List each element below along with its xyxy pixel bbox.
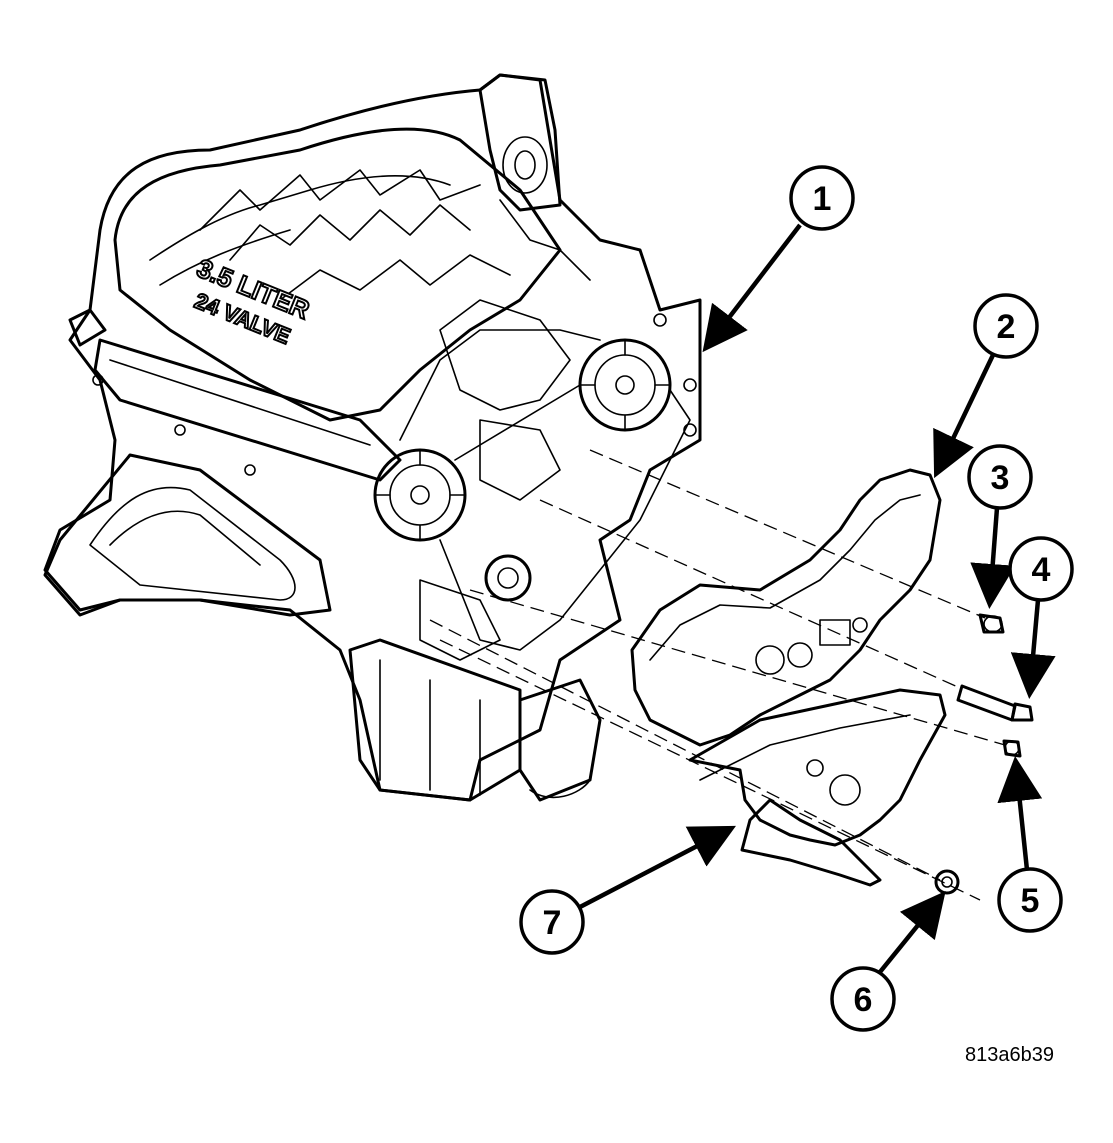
callout-6: 6	[830, 891, 946, 1032]
engine-badge: 3.5 LITER 24 VALVE	[190, 252, 315, 350]
callout-7-number: 7	[543, 904, 562, 942]
timing-cover-gasket-plate	[740, 798, 882, 887]
cam-sprocket-right	[578, 338, 672, 432]
callout-1: 1	[702, 165, 855, 353]
callout-5-number: 5	[1021, 882, 1040, 920]
callout-2: 2	[933, 293, 1039, 479]
callout-2-number: 2	[997, 308, 1016, 346]
callout-1-number: 1	[813, 180, 832, 218]
alignment-lines	[429, 449, 1006, 901]
bolt-3	[978, 613, 1005, 634]
bolt-5	[1002, 739, 1022, 758]
callout-4: 4	[1008, 536, 1074, 699]
callout-4-number: 4	[1032, 551, 1051, 589]
engine-assembly: 3.5 LITER 24 VALVE	[43, 73, 702, 802]
callout-7: 7	[519, 825, 736, 955]
cam-sprocket-left	[373, 448, 467, 542]
figure-id-label: 813a6b39	[965, 1044, 1054, 1066]
lower-timing-cover	[688, 688, 947, 847]
callout-6-number: 6	[854, 981, 873, 1019]
upper-timing-cover	[630, 468, 942, 747]
callout-3-number: 3	[991, 459, 1010, 497]
nut-6	[934, 869, 960, 895]
bolt-4	[956, 684, 1034, 722]
callout-3: 3	[967, 444, 1033, 609]
callout-5: 5	[997, 756, 1063, 933]
